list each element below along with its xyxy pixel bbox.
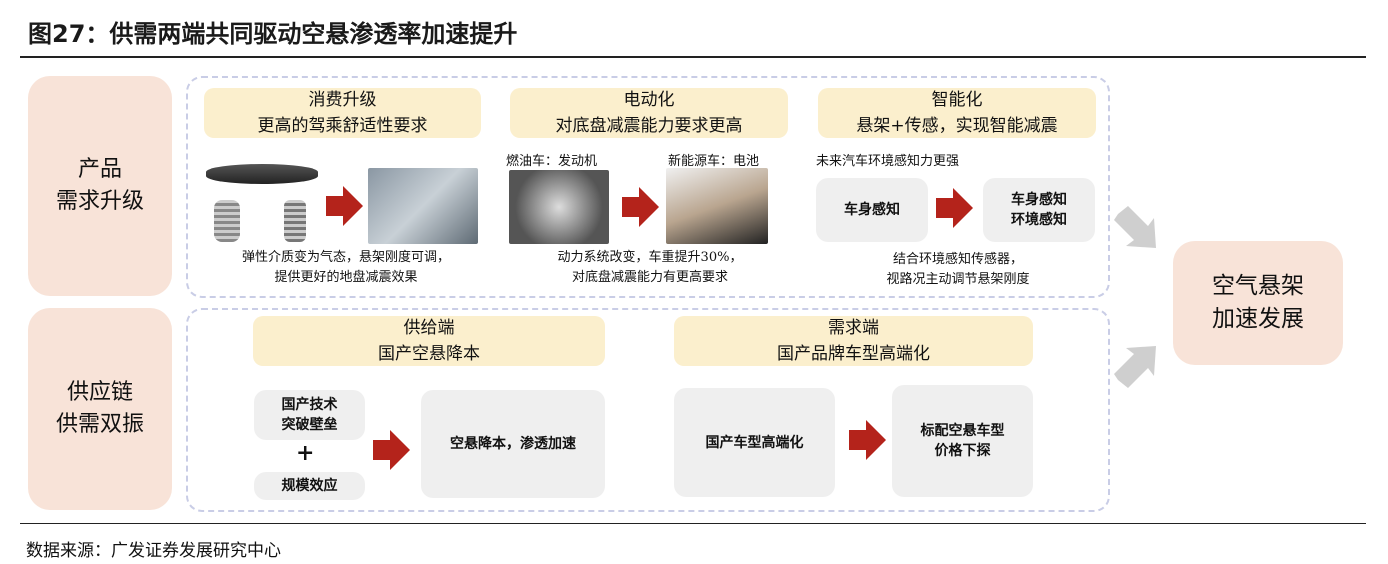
arrow-up-right-icon: [1114, 346, 1156, 388]
demand-header: 需求端 国产品牌车型高端化: [674, 316, 1033, 366]
coil-spring-image: [284, 200, 306, 242]
arrow-down-right-icon: [1114, 206, 1156, 248]
air-spring-image: [368, 168, 478, 244]
domestic-upscale-box: 国产车型高端化: [674, 388, 835, 497]
intelligence-header: 智能化 悬架+传感，实现智能减震: [818, 88, 1096, 138]
body-env-perception-box: 车身感知 环境感知: [983, 178, 1095, 242]
leaf-spring-image: [206, 164, 318, 184]
battery-image: [666, 168, 768, 244]
engine-image: [509, 170, 609, 244]
row1-container: [186, 76, 1110, 298]
cost-reduction-box: 空悬降本，渗透加速: [421, 390, 605, 498]
coil-spring-image: [214, 200, 240, 242]
intelligence-subtitle: 未来汽车环境感知力更强: [816, 154, 960, 169]
row2-container: [186, 308, 1110, 512]
supply-header: 供给端 国产空悬降本: [253, 316, 605, 366]
consumption-upgrade-header: 消费升级 更高的驾乘舒适性要求: [204, 88, 481, 138]
bottom-rule: [20, 523, 1366, 524]
row1-label: 产品 需求升级: [28, 76, 172, 296]
consumption-caption: 弹性介质变为气态，悬架刚度可调， 提供更好的地盘减震效果: [241, 250, 450, 285]
scale-effect-box: 规模效应: [254, 472, 365, 500]
price-drop-box: 标配空悬车型 价格下探: [892, 385, 1033, 497]
electrification-caption: 动力系统改变，车重提升30%， 对底盘减震能力有更高要求: [557, 250, 743, 285]
engine-label: 燃油车：发动机: [506, 154, 598, 169]
body-perception-box: 车身感知: [816, 178, 928, 242]
outcome-box: 空气悬架 加速发展: [1173, 241, 1343, 365]
row2-label: 供应链 供需双振: [28, 308, 172, 510]
tech-breakthrough-box: 国产技术 突破壁垒: [254, 390, 365, 440]
plus-sign: +: [296, 440, 315, 466]
source-note: 数据来源：广发证券发展研究中心: [26, 541, 281, 561]
figure-title: 图27：供需两端共同驱动空悬渗透率加速提升: [28, 20, 518, 48]
battery-label: 新能源车：电池: [668, 154, 760, 169]
top-rule: [20, 56, 1366, 58]
electrification-header: 电动化 对底盘减震能力要求更高: [510, 88, 788, 138]
intelligence-caption: 结合环境感知传感器， 视路况主动调节悬架刚度: [886, 252, 1030, 287]
